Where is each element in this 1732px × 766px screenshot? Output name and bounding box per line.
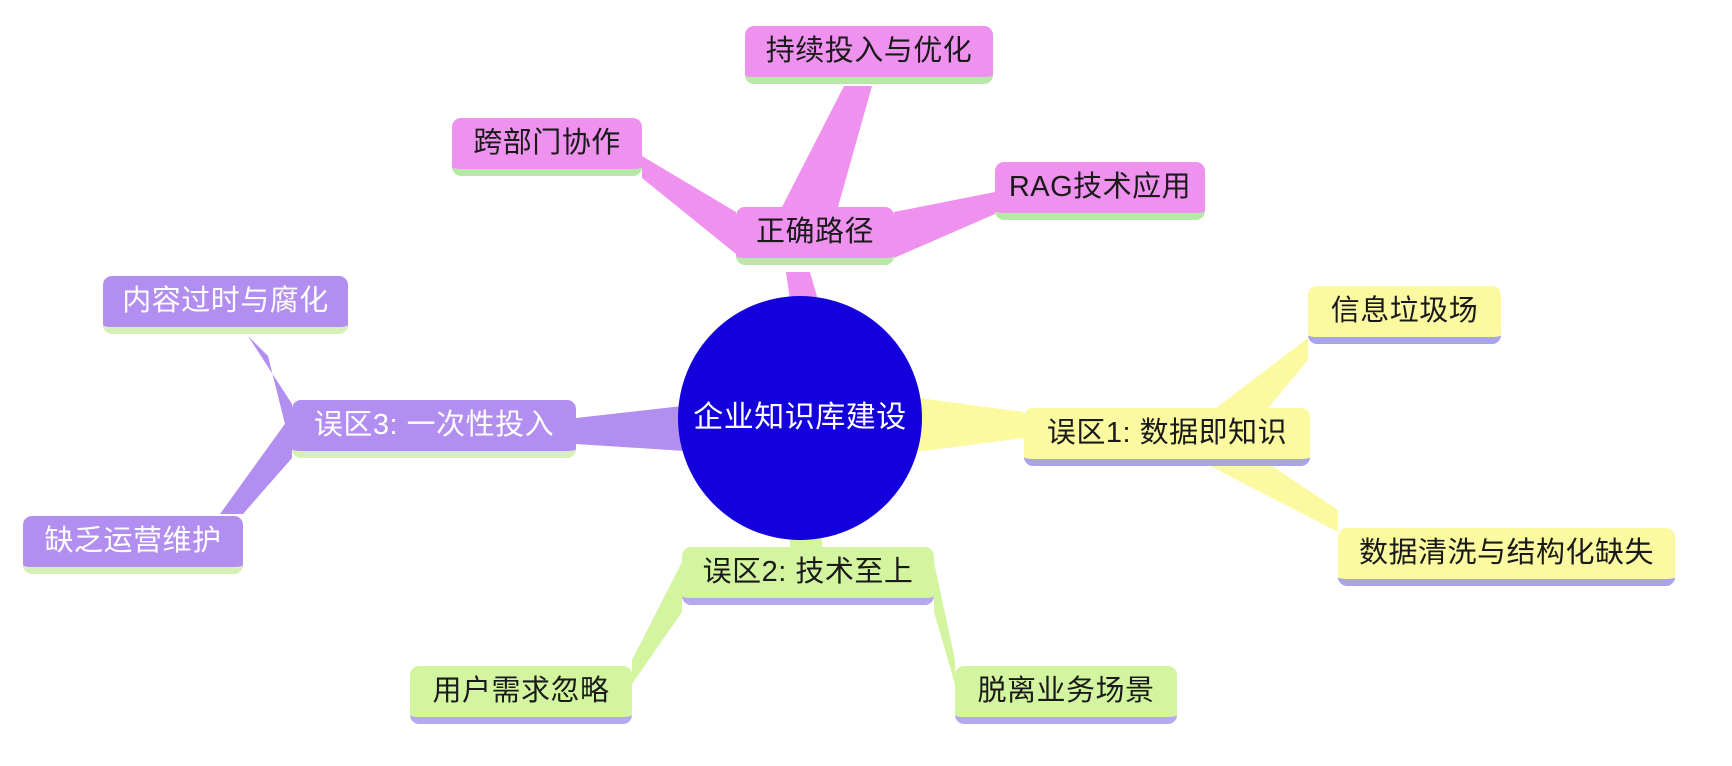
leaf-node-label: 内容过时与腐化 [122, 285, 329, 317]
mindmap-edge [576, 404, 700, 452]
mindmap-edge [1210, 466, 1338, 532]
mindmap-edge [782, 86, 872, 207]
mindmap-edge [642, 156, 736, 254]
mindmap-edge [934, 562, 955, 684]
leaf-node-label: RAG技术应用 [1008, 171, 1192, 203]
branch-node[interactable]: 误区1: 数据即知识 [1024, 408, 1310, 466]
leaf-node-label: 缺乏运营维护 [44, 525, 222, 557]
branch-node-label: 误区2: 技术至上 [702, 556, 914, 588]
root-node[interactable]: 企业知识库建设 [678, 296, 922, 540]
leaf-node-label: 信息垃圾场 [1330, 295, 1479, 327]
leaf-node-label: 持续投入与优化 [765, 35, 973, 67]
branch-node-label: 正确路径 [756, 216, 875, 248]
mindmap-edge [632, 562, 682, 684]
mindmap-edge [786, 272, 818, 300]
root-node-label: 企业知识库建设 [693, 401, 907, 434]
leaf-node[interactable]: RAG技术应用 [995, 162, 1205, 220]
leaf-node[interactable]: 跨部门协作 [452, 118, 642, 176]
leaf-node-label: 用户需求忽略 [432, 675, 610, 707]
leaf-node[interactable]: 信息垃圾场 [1308, 286, 1501, 344]
leaf-node[interactable]: 用户需求忽略 [410, 666, 632, 724]
leaf-node[interactable]: 持续投入与优化 [745, 26, 993, 84]
leaf-node[interactable]: 内容过时与腐化 [103, 276, 348, 334]
leaf-node[interactable]: 脱离业务场景 [955, 666, 1177, 724]
branch-node[interactable]: 误区3: 一次性投入 [292, 400, 576, 458]
branch-node[interactable]: 误区2: 技术至上 [682, 547, 934, 605]
mindmap-edge [248, 336, 292, 452]
branch-node-label: 误区3: 一次性投入 [313, 409, 555, 441]
mindmap-edge [220, 414, 292, 514]
mindmap-edge [894, 192, 995, 258]
leaf-node-label: 跨部门协作 [473, 127, 621, 159]
branch-node[interactable]: 正确路径 [736, 207, 894, 265]
leaf-node-label: 数据清洗与结构化缺失 [1359, 537, 1655, 569]
leaf-node[interactable]: 数据清洗与结构化缺失 [1338, 528, 1675, 586]
leaf-node[interactable]: 缺乏运营维护 [23, 516, 243, 574]
branch-node-label: 误区1: 数据即知识 [1046, 417, 1288, 449]
mindmap-edge [904, 396, 1024, 452]
leaf-node-label: 脱离业务场景 [977, 675, 1155, 707]
